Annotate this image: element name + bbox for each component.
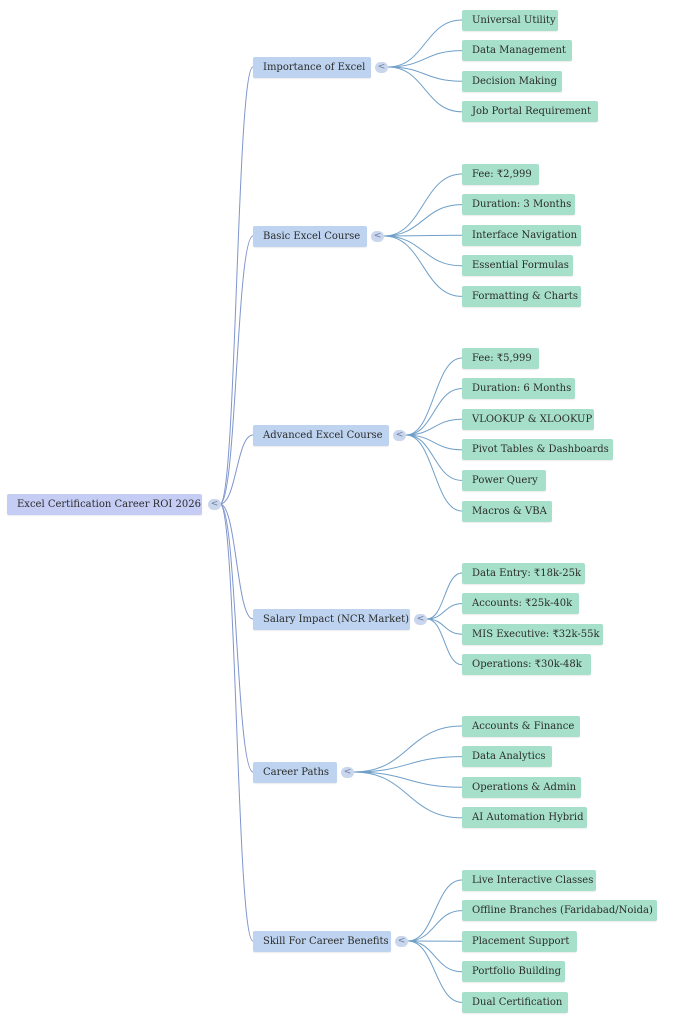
edge-branch-to-leaf [353, 771, 463, 788]
leaf-node-accounts-finance[interactable]: Accounts & Finance [462, 715, 580, 737]
edge-branch-to-leaf [353, 725, 463, 773]
root-node[interactable]: Excel Certification Career ROI 2026 [7, 493, 202, 515]
edge-branch-to-leaf [405, 388, 463, 436]
edge-root-to-branch [219, 503, 254, 942]
edge-branch-to-leaf [426, 603, 463, 620]
leaf-node-vlookup-xlookup[interactable]: VLOOKUP & XLOOKUP [462, 408, 594, 430]
leaf-node-dual-certification[interactable]: Dual Certification [462, 991, 568, 1013]
branch-collapse-toggle[interactable]: < [393, 429, 406, 441]
edge-branch-to-leaf [387, 50, 463, 68]
leaf-node-data-entry-18k-25k[interactable]: Data Entry: ₹18k-25k [462, 562, 585, 584]
leaf-node-fee-5-999[interactable]: Fee: ₹5,999 [462, 347, 539, 369]
leaf-node-pivot-tables-dashboards[interactable]: Pivot Tables & Dashboards [462, 439, 613, 461]
edge-branch-to-leaf [426, 572, 463, 620]
edge-root-to-branch [219, 235, 254, 505]
branch-node-salary-impact-ncr-market[interactable]: Salary Impact (NCR Market) [253, 608, 410, 630]
edge-branch-to-leaf [383, 234, 463, 237]
edge-branch-to-leaf [405, 434, 463, 481]
edge-branch-to-leaf [353, 771, 463, 819]
branch-collapse-toggle[interactable]: < [414, 613, 427, 625]
leaf-node-data-management[interactable]: Data Management [462, 40, 572, 62]
leaf-node-live-interactive-classes[interactable]: Live Interactive Classes [462, 869, 596, 891]
branch-node-advanced-excel-course[interactable]: Advanced Excel Course [253, 424, 389, 446]
branch-node-basic-excel-course[interactable]: Basic Excel Course [253, 225, 367, 247]
edge-branch-to-leaf [407, 910, 463, 942]
edge-branch-to-leaf [387, 66, 463, 82]
edge-branch-to-leaf [383, 204, 463, 237]
edge-branch-to-leaf [405, 357, 463, 436]
leaf-node-portfolio-building[interactable]: Portfolio Building [462, 961, 565, 983]
edge-branch-to-leaf [387, 66, 463, 113]
edge-branch-to-leaf [407, 940, 463, 1003]
leaf-node-interface-navigation[interactable]: Interface Navigation [462, 224, 581, 246]
edge-branch-to-leaf [383, 235, 463, 297]
root-collapse-toggle[interactable]: < [208, 498, 221, 510]
edge-branch-to-leaf [383, 173, 463, 237]
edge-branch-to-leaf [407, 940, 463, 973]
branch-node-career-paths[interactable]: Career Paths [253, 761, 337, 783]
leaf-node-job-portal-requirement[interactable]: Job Portal Requirement [462, 101, 598, 123]
leaf-node-decision-making[interactable]: Decision Making [462, 70, 562, 92]
edge-branch-to-leaf [405, 434, 463, 512]
edge-branch-to-leaf [405, 418, 463, 436]
edge-root-to-branch [219, 503, 254, 620]
edge-branch-to-leaf [426, 618, 463, 635]
edge-root-to-branch [219, 503, 254, 773]
branch-node-importance-of-excel[interactable]: Importance of Excel [253, 56, 371, 78]
leaf-node-offline-branches-faridabad-noida[interactable]: Offline Branches (Faridabad/Noida) [462, 900, 657, 922]
leaf-node-data-analytics[interactable]: Data Analytics [462, 746, 552, 768]
edge-root-to-branch [219, 434, 254, 505]
leaf-node-universal-utility[interactable]: Universal Utility [462, 9, 558, 31]
edge-branch-to-leaf [407, 879, 463, 942]
edge-branch-to-leaf [353, 756, 463, 773]
leaf-node-operations-30k-48k[interactable]: Operations: ₹30k-48k [462, 654, 591, 676]
edge-root-to-branch [219, 66, 254, 505]
leaf-node-fee-2-999[interactable]: Fee: ₹2,999 [462, 163, 539, 185]
branch-node-skill-for-career-benefits[interactable]: Skill For Career Benefits [253, 930, 391, 952]
edge-branch-to-leaf [387, 19, 463, 68]
leaf-node-placement-support[interactable]: Placement Support [462, 930, 577, 952]
leaf-node-macros-vba[interactable]: Macros & VBA [462, 500, 552, 522]
leaf-node-formatting-charts[interactable]: Formatting & Charts [462, 285, 581, 307]
leaf-node-essential-formulas[interactable]: Essential Formulas [462, 255, 573, 277]
branch-collapse-toggle[interactable]: < [341, 766, 354, 778]
leaf-node-duration-6-months[interactable]: Duration: 6 Months [462, 378, 575, 400]
leaf-node-ai-automation-hybrid[interactable]: AI Automation Hybrid [462, 807, 587, 829]
leaf-node-duration-3-months[interactable]: Duration: 3 Months [462, 194, 575, 216]
edge-branch-to-leaf [405, 434, 463, 451]
branch-collapse-toggle[interactable]: < [395, 935, 408, 947]
edge-branch-to-leaf [383, 235, 463, 267]
leaf-node-power-query[interactable]: Power Query [462, 469, 546, 491]
branch-collapse-toggle[interactable]: < [371, 230, 384, 242]
leaf-node-mis-executive-32k-55k[interactable]: MIS Executive: ₹32k-55k [462, 623, 603, 645]
branch-collapse-toggle[interactable]: < [375, 61, 388, 73]
leaf-node-accounts-25k-40k[interactable]: Accounts: ₹25k-40k [462, 593, 579, 615]
leaf-node-operations-admin[interactable]: Operations & Admin [462, 776, 581, 798]
edge-branch-to-leaf [426, 618, 463, 666]
